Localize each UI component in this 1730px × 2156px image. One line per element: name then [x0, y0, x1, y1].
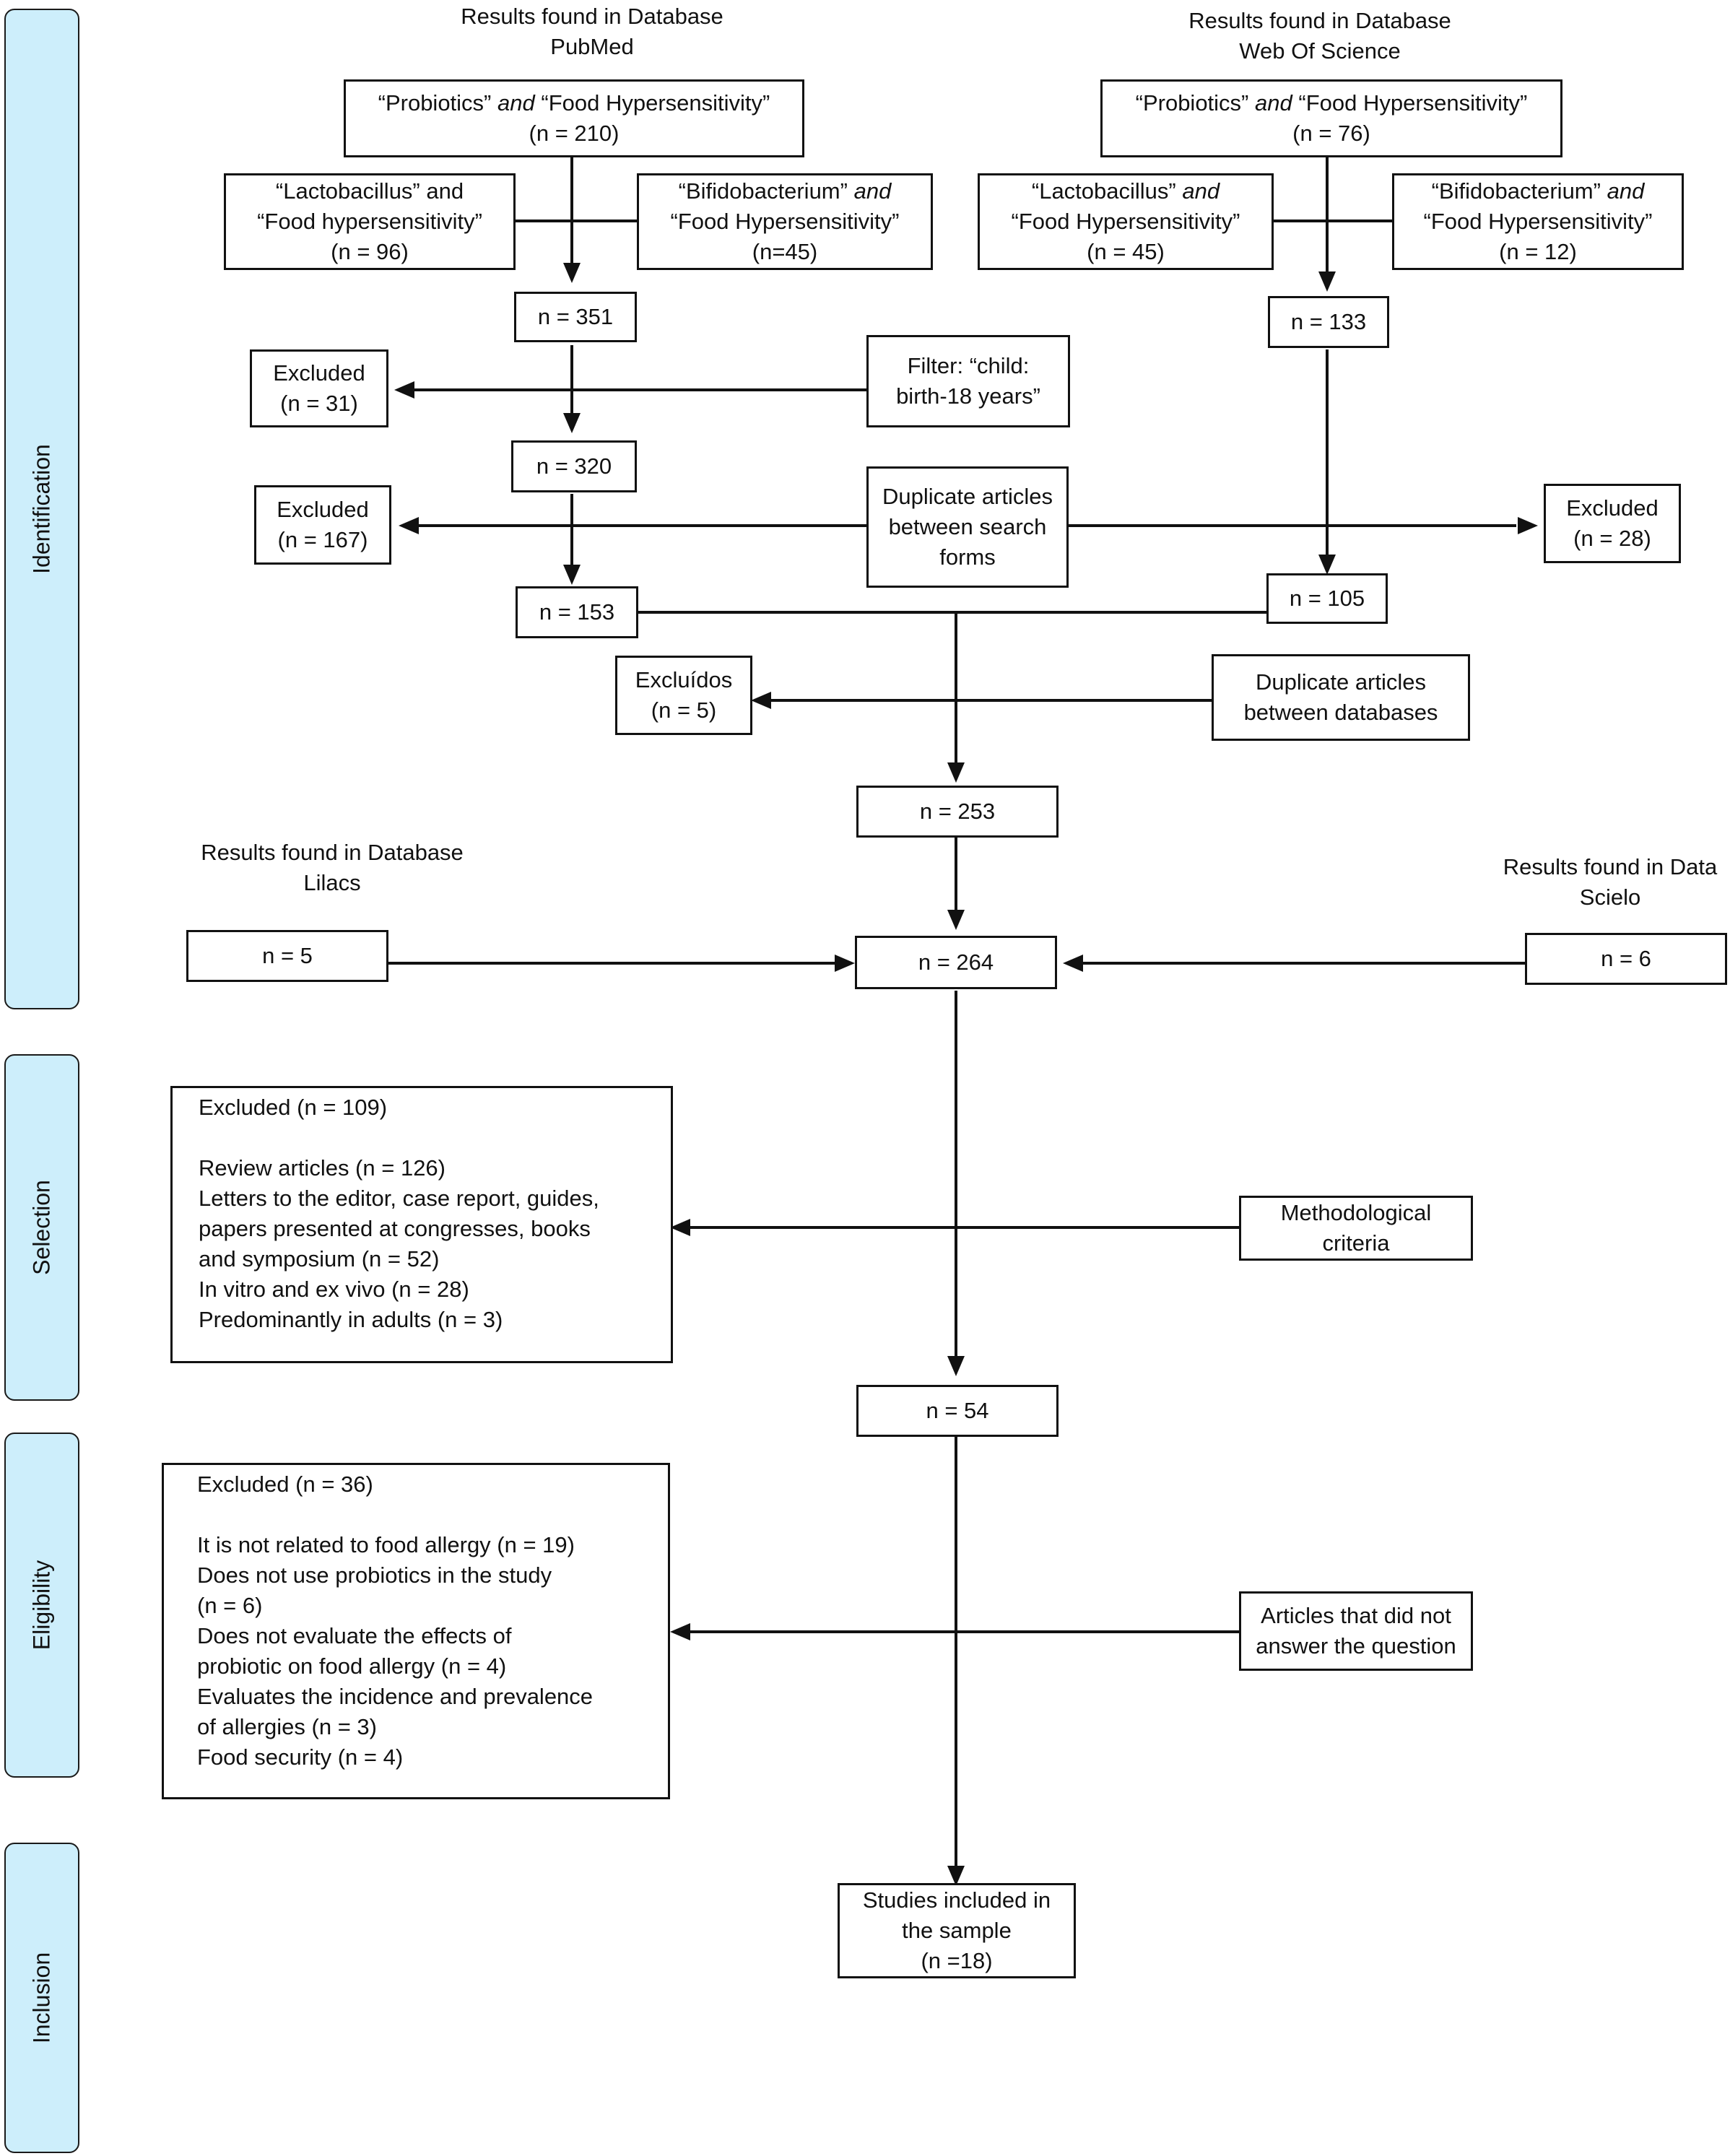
stage-label: Identification — [28, 444, 55, 574]
arrowhead — [670, 1623, 690, 1640]
excluidos-box: Excluídos (n = 5) — [615, 656, 752, 735]
arrowhead — [1318, 555, 1336, 575]
arrowhead — [563, 263, 581, 283]
arrowhead — [1063, 955, 1083, 972]
wos-probiotics-box: “Probiotics” and “Food Hypersensitivity”… — [1100, 79, 1562, 157]
stage-eligibility: Eligibility — [4, 1433, 79, 1778]
lilacs-n-box: n = 5 — [186, 930, 388, 982]
pubmed-n153-box: n = 153 — [516, 586, 638, 638]
duplicate-search-forms-box: Duplicate articles between search forms — [866, 466, 1069, 588]
arrowhead — [563, 413, 581, 433]
selection-excluded-box: Excluded (n = 109) Review articles (n = … — [170, 1086, 673, 1363]
stage-label: Inclusion — [28, 1952, 55, 2044]
arrowhead — [947, 1356, 965, 1376]
header-lilacs: Results found in Database Lilacs — [201, 840, 464, 895]
stage-label: Eligibility — [28, 1560, 55, 1651]
pubmed-excluded-filter-box: Excluded (n = 31) — [250, 349, 388, 427]
pubmed-n351-box: n = 351 — [514, 292, 637, 342]
arrowhead — [835, 955, 855, 972]
wos-n133-box: n = 133 — [1268, 296, 1389, 348]
n54-box: n = 54 — [856, 1385, 1059, 1437]
header-pubmed: Results found in Database PubMed — [461, 4, 723, 59]
wos-n105-box: n = 105 — [1266, 573, 1388, 624]
n264-box: n = 264 — [855, 936, 1057, 989]
wos-excluded-duplicate-box: Excluded (n = 28) — [1544, 484, 1681, 563]
wos-lactobacillus-box: “Lactobacillus” and “Food Hypersensitivi… — [978, 173, 1274, 270]
arrowhead — [399, 517, 419, 534]
arrowhead — [947, 910, 965, 930]
stage-identification: Identification — [4, 9, 79, 1009]
unanswered-question-box: Articles that did not answer the questio… — [1239, 1591, 1473, 1671]
arrowhead — [947, 762, 965, 783]
pubmed-lactobacillus-box: “Lactobacillus” and “Food hypersensitivi… — [224, 173, 516, 270]
arrowhead — [751, 692, 771, 709]
pubmed-bifidobacterium-box: “Bifidobacterium” and “Food Hypersensiti… — [637, 173, 933, 270]
wos-bifidobacterium-box: “Bifidobacterium” and “Food Hypersensiti… — [1392, 173, 1684, 270]
arrowhead — [394, 381, 414, 399]
studies-included-box: Studies included in the sample (n =18) — [838, 1883, 1076, 1978]
methodological-criteria-box: Methodological criteria — [1239, 1196, 1473, 1261]
filter-box: Filter: “child: birth-18 years” — [866, 335, 1070, 427]
arrowhead — [947, 1866, 965, 1886]
scielo-n-box: n = 6 — [1525, 933, 1727, 985]
pubmed-probiotics-box: “Probiotics” and “Food Hypersensitivity”… — [344, 79, 804, 157]
stage-label: Selection — [28, 1180, 55, 1275]
pubmed-excluded-duplicate-box: Excluded (n = 167) — [254, 485, 391, 565]
stage-inclusion: Inclusion — [4, 1843, 79, 2153]
duplicate-databases-box: Duplicate articles between databases — [1212, 654, 1470, 741]
eligibility-excluded-box: Excluded (n = 36) It is not related to f… — [162, 1463, 670, 1799]
stage-selection: Selection — [4, 1054, 79, 1401]
n253-box: n = 253 — [856, 786, 1059, 838]
arrowhead — [670, 1219, 690, 1236]
header-scielo: Results found in Data Scielo — [1503, 854, 1718, 910]
arrowhead — [1518, 517, 1538, 534]
pubmed-n320-box: n = 320 — [511, 440, 637, 492]
arrowhead — [1318, 271, 1336, 292]
arrowhead — [563, 565, 581, 585]
header-wos: Results found in Database Web Of Science — [1188, 8, 1451, 64]
